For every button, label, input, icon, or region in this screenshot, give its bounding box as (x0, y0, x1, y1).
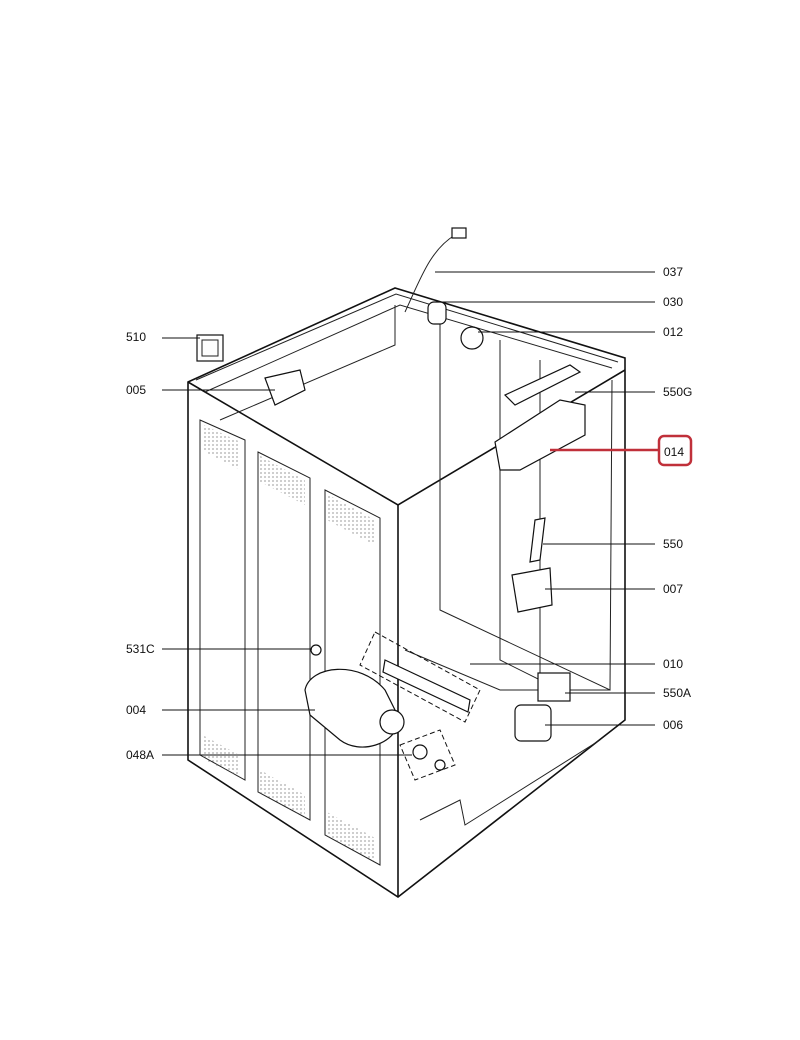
cabinet-frame (187, 287, 626, 898)
part-510 (196, 334, 224, 362)
part-005 (264, 369, 306, 406)
screw-531C (310, 644, 322, 656)
label-550G[interactable]: 550G (663, 385, 692, 399)
label-010[interactable]: 010 (663, 657, 683, 671)
parts (196, 227, 586, 781)
motor-004 (304, 668, 401, 748)
part-labels: 037 030 012 550G 014 550 007 010 550A 00… (126, 265, 692, 762)
label-007[interactable]: 007 (663, 582, 683, 596)
label-030[interactable]: 030 (663, 295, 683, 309)
plug-icon (451, 227, 467, 239)
label-048A[interactable]: 048A (126, 748, 154, 762)
label-014[interactable]: 014 (664, 445, 684, 459)
part-007 (511, 567, 553, 613)
part-012 (460, 326, 484, 350)
highlight-box-014 (657, 434, 693, 467)
part-550G (503, 364, 582, 406)
label-005[interactable]: 005 (126, 383, 146, 397)
label-037[interactable]: 037 (663, 265, 683, 279)
label-531C[interactable]: 531C (126, 642, 155, 656)
label-012[interactable]: 012 (663, 325, 683, 339)
part-550 (529, 517, 546, 563)
part-550A (537, 672, 571, 702)
heater-010 (382, 659, 471, 713)
leader-lines (162, 271, 660, 756)
cable-037 (404, 234, 456, 313)
part-006 (514, 704, 552, 742)
capacitor-030 (427, 301, 447, 325)
part-048A (412, 744, 428, 760)
control-board-014 (494, 399, 586, 471)
label-550A[interactable]: 550A (663, 686, 691, 700)
label-006[interactable]: 006 (663, 718, 683, 732)
label-550[interactable]: 550 (663, 537, 683, 551)
label-510[interactable]: 510 (126, 330, 146, 344)
label-004[interactable]: 004 (126, 703, 146, 717)
